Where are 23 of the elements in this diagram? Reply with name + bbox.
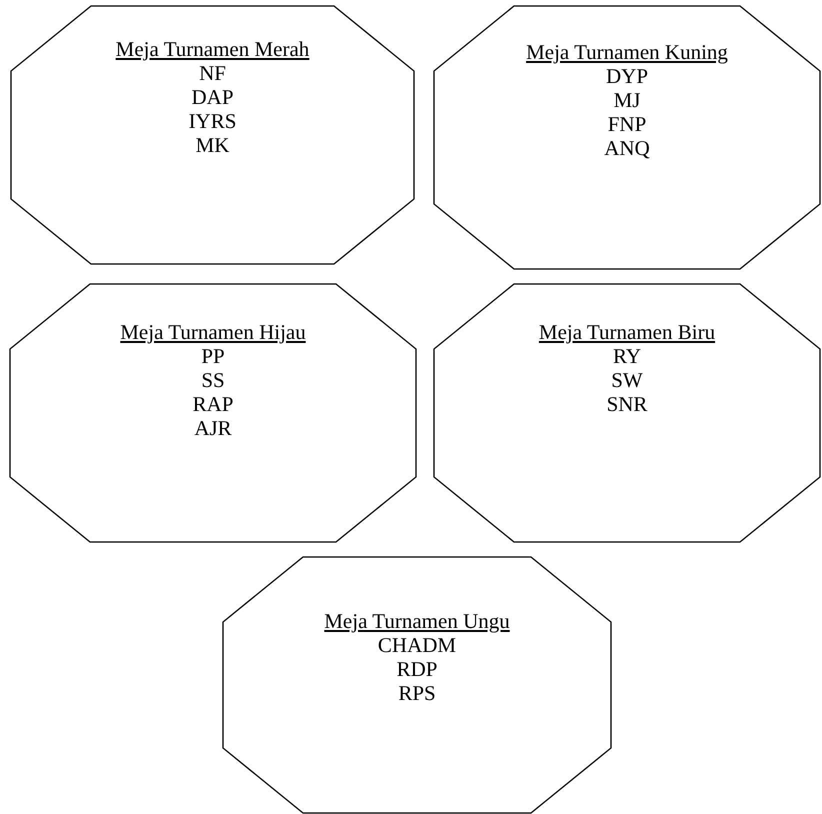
player-initials: MJ: [614, 88, 640, 112]
player-initials: PP: [201, 344, 225, 368]
player-initials: RDP: [396, 657, 438, 681]
player-initials: AJR: [194, 416, 232, 440]
player-initials: NF: [199, 61, 226, 85]
player-initials: ANQ: [604, 136, 650, 160]
player-initials: MK: [196, 133, 230, 157]
table-heading: Meja Turnamen Biru: [538, 320, 716, 344]
table-heading: Meja Turnamen Ungu: [324, 609, 510, 633]
player-initials: SS: [201, 368, 225, 392]
player-initials: RY: [612, 344, 641, 368]
player-initials: DYP: [606, 64, 648, 88]
player-initials: IYRS: [188, 109, 236, 133]
player-initials: CHADM: [378, 633, 456, 657]
player-initials: SNR: [606, 392, 648, 416]
table-heading: Meja Turnamen Merah: [116, 37, 310, 61]
player-initials: DAP: [191, 85, 234, 109]
player-initials: FNP: [608, 112, 646, 136]
player-initials: SW: [611, 368, 643, 392]
table-heading: Meja Turnamen Hijau: [120, 320, 306, 344]
player-initials: RAP: [192, 392, 234, 416]
player-initials: RPS: [398, 681, 436, 705]
table-heading: Meja Turnamen Kuning: [526, 40, 728, 64]
